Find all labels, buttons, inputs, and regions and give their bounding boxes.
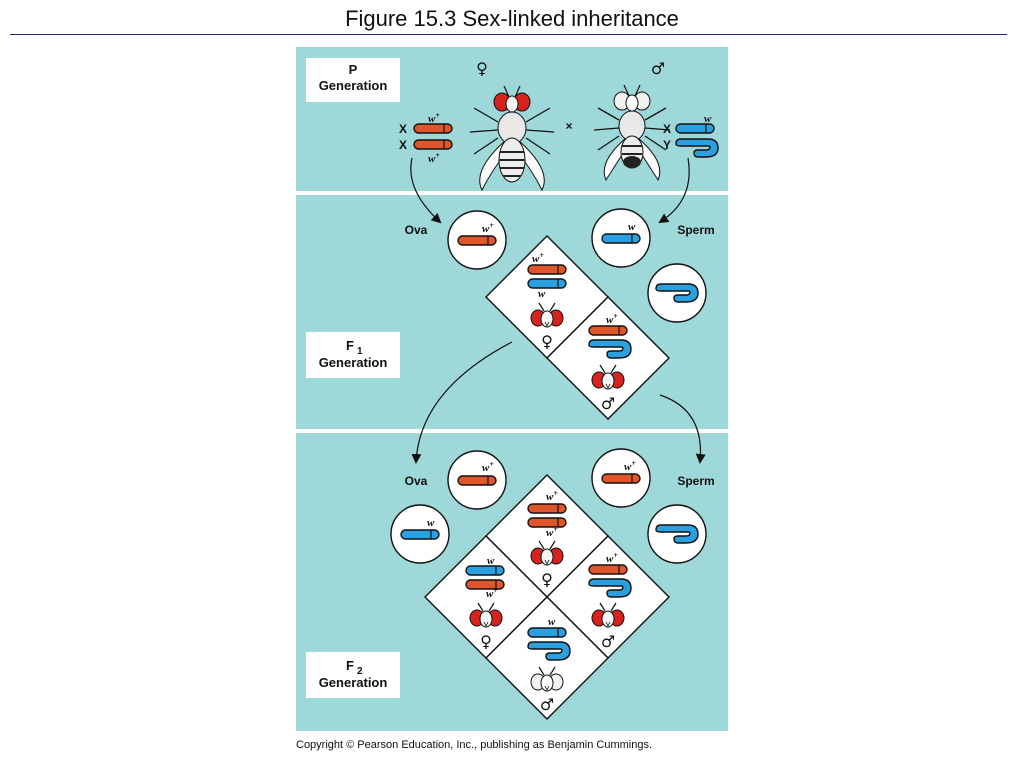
male-fly-white-eyes-icon: [593, 84, 671, 182]
female-chromosomes: X X w+ w+: [399, 111, 453, 165]
svg-text:♂: ♂: [540, 695, 554, 714]
copyright-notice: Copyright © Pearson Education, Inc., pub…: [296, 739, 653, 751]
cross-symbol: ×: [565, 119, 572, 133]
svg-text:Generation: Generation: [319, 675, 388, 690]
svg-text:♂: ♂: [601, 394, 615, 413]
f1-to-ova-arrow: [411, 341, 513, 464]
female-fly-red-eyes-icon: [469, 85, 555, 192]
male-symbol-icon: ♂: [651, 59, 665, 78]
f1-sperm-label: Sperm: [677, 223, 714, 237]
title-rule: [10, 34, 1007, 35]
svg-text:♀: ♀: [541, 332, 553, 351]
svg-text:w: w: [628, 221, 636, 233]
svg-text:♂: ♂: [601, 632, 615, 651]
svg-text:F: F: [346, 658, 354, 673]
svg-text:w: w: [538, 288, 546, 300]
svg-text:w: w: [427, 517, 435, 529]
svg-text:P: P: [349, 62, 358, 77]
f1-to-sperm-arrow: [659, 394, 706, 464]
f1-ova-gamete: w+: [447, 210, 507, 270]
p-to-sperm-arrow: [658, 157, 690, 224]
svg-text:X: X: [399, 138, 407, 152]
f1-generation-label: F 1 Generation: [306, 332, 400, 378]
f2-bottom-cell: w ♂: [527, 616, 571, 714]
f2-sperm-y-gamete: [647, 504, 707, 564]
f1-punnett-square: [485, 235, 670, 420]
svg-text:w: w: [487, 555, 495, 567]
svg-text:♀: ♀: [541, 570, 553, 589]
svg-text:♀: ♀: [480, 632, 492, 651]
svg-text:1: 1: [357, 346, 363, 357]
f1-ova-label: Ova: [405, 223, 428, 237]
p-to-ova-arrow: [410, 157, 442, 224]
f2-sperm-label: Sperm: [677, 474, 714, 488]
svg-text:2: 2: [357, 666, 363, 677]
svg-text:F: F: [346, 338, 354, 353]
f2-ova-gamete-blue: w: [390, 504, 450, 564]
figure-title: Figure 15.3 Sex-linked inheritance: [345, 6, 679, 31]
svg-text:X: X: [399, 122, 407, 136]
f2-ova-gamete-red: w+: [447, 450, 507, 510]
f1-sperm-y-gamete: [647, 263, 707, 323]
svg-text:w: w: [548, 616, 556, 628]
svg-text:Y: Y: [663, 138, 671, 152]
f2-ova-label: Ova: [405, 474, 428, 488]
f2-generation-label: F 2 Generation: [306, 652, 400, 698]
svg-text:Generation: Generation: [319, 355, 388, 370]
svg-text:X: X: [663, 122, 671, 136]
p-generation-label: P Generation: [306, 58, 400, 102]
male-chromosomes: X Y w: [663, 113, 719, 158]
svg-text:w: w: [704, 113, 712, 125]
f2-sperm-x-gamete: w+: [591, 448, 651, 508]
svg-text:Generation: Generation: [319, 78, 388, 93]
female-symbol-icon: ♀: [476, 59, 488, 78]
f1-sperm-x-gamete: w: [591, 208, 651, 268]
